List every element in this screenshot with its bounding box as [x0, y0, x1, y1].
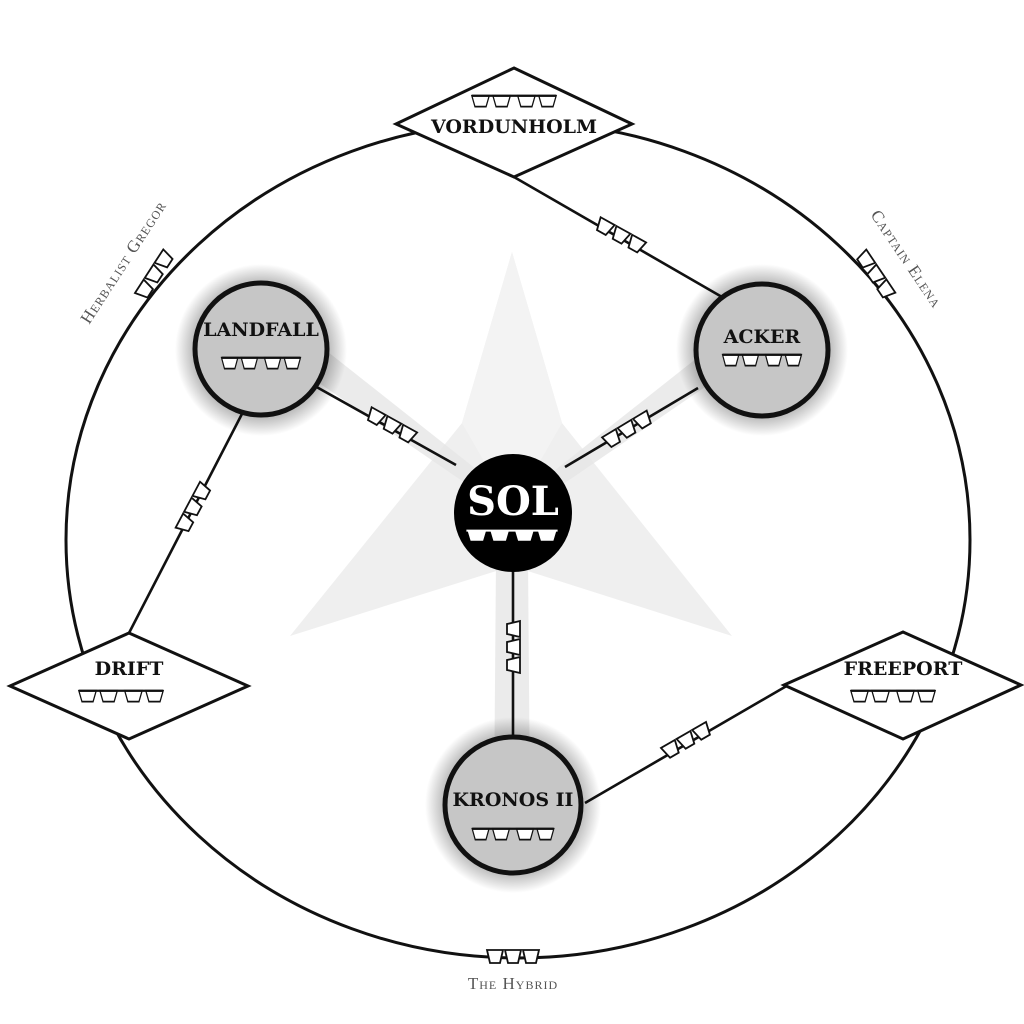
planet-kronos[interactable]: KRONOS II: [425, 717, 601, 893]
station-drift-label: DRIFT: [95, 658, 164, 680]
planet-landfall-label: LANDFALL: [203, 319, 319, 341]
hub-sol-label: SOL: [467, 478, 559, 525]
compass-star-shape-inner: [462, 252, 562, 510]
route-marker-landfall-drift: [174, 480, 213, 535]
hub-sol[interactable]: SOL: [454, 454, 572, 572]
orbit-marker-captain-elena: Captain Elena: [867, 206, 947, 311]
station-freeport-label: FREEPORT: [844, 658, 963, 680]
orbit-marker-the-hybrid: The Hybrid: [468, 974, 558, 993]
station-vordunholm[interactable]: VORDUNHOLM: [392, 66, 636, 179]
planet-acker[interactable]: ACKER: [676, 264, 848, 436]
route-marker-hybrid: [486, 949, 540, 964]
station-freeport[interactable]: FREEPORT: [780, 630, 1024, 741]
planet-landfall[interactable]: LANDFALL: [175, 264, 347, 436]
route-marker-vordunholm-acker: [593, 216, 648, 255]
station-vordunholm-label: VORDUNHOLM: [430, 116, 597, 138]
route-marker-kronos-freeport: [660, 721, 714, 761]
station-drift[interactable]: DRIFT: [6, 631, 252, 741]
route-marker-captain: [854, 248, 897, 301]
planet-kronos-label: KRONOS II: [453, 789, 574, 811]
route-marker-sol-kronos: [506, 620, 521, 674]
planet-acker-label: ACKER: [723, 326, 801, 348]
